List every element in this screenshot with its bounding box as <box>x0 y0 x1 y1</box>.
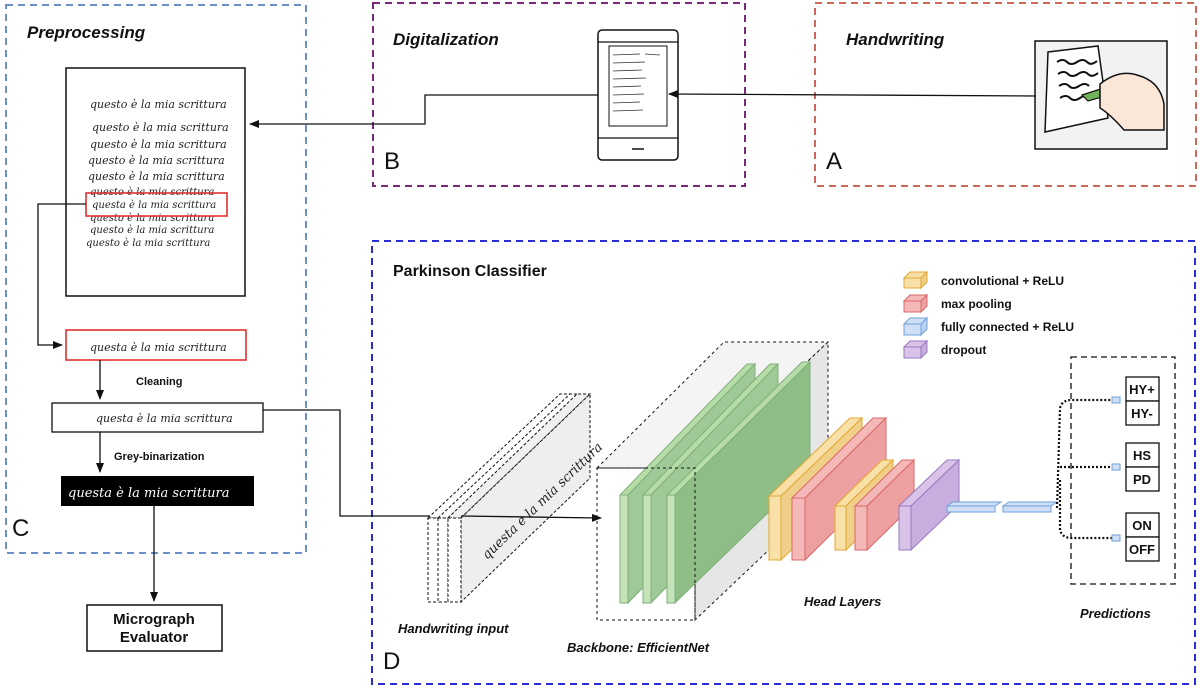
micrograph-line2: Evaluator <box>120 629 189 646</box>
backbone-block <box>595 340 830 622</box>
preprocessing-title: Preprocessing <box>27 23 146 42</box>
svg-text:questo è la mia scrittura: questo è la mia scrittura <box>90 138 227 151</box>
cleaned-line-text: questa è la mia scrittura <box>96 412 233 425</box>
prediction-group-on-off: ON OFF <box>1125 512 1160 562</box>
svg-text:questo è la mia scrittura: questo è la mia scrittura <box>90 213 214 224</box>
head-layers-label: Head Layers <box>804 594 881 609</box>
svg-text:questa è la mia scrittura: questa è la mia scrittura <box>92 200 216 211</box>
micrograph-line1: Micrograph <box>113 611 195 628</box>
prediction-connectors <box>1055 398 1112 540</box>
handwriting-title: Handwriting <box>846 30 945 49</box>
tablet-icon <box>597 29 679 161</box>
cropped-line <box>65 329 247 361</box>
svg-text:questo è la mia scrittura: questo è la mia scrittura <box>86 238 210 249</box>
grey-binarization-label: Grey-binarization <box>114 451 205 463</box>
svg-text:questo è la mia scrittura: questo è la mia scrittura <box>90 98 227 111</box>
prediction-group-hs-pd: HS PD <box>1125 442 1160 492</box>
binarized-line-text: questa è la mia scrittura <box>68 486 230 501</box>
svg-text:questo è la mia scrittura: questo è la mia scrittura <box>88 170 225 183</box>
letter-d: D <box>383 648 400 675</box>
prediction-off: OFF <box>1129 542 1155 557</box>
legend-fc: fully connected + ReLU <box>902 316 1074 337</box>
legend: convolutional + ReLU max pooling fully c… <box>902 270 1074 360</box>
cleaning-label: Cleaning <box>136 376 182 388</box>
classifier-title: Parkinson Classifier <box>393 263 547 280</box>
digitalization-frame <box>372 2 746 187</box>
prediction-hs: HS <box>1133 448 1151 463</box>
micrograph-evaluator-box <box>86 604 223 652</box>
cleaned-line <box>51 402 264 433</box>
letter-a: A <box>826 148 842 175</box>
svg-text:questo è la mia scrittura: questo è la mia scrittura <box>92 121 229 134</box>
arrow-handwriting-to-tablet <box>668 90 1037 99</box>
digitalization-title: Digitalization <box>393 30 499 49</box>
legend-label-conv: convolutional + ReLU <box>941 274 1064 288</box>
binarized-line <box>61 476 254 506</box>
legend-maxpool: max pooling <box>902 293 1012 314</box>
predictions-frame <box>1070 356 1176 585</box>
head-layers <box>767 416 1059 562</box>
prediction-hy-plus: HY+ <box>1129 382 1155 397</box>
arrow-clean-to-input <box>263 409 430 517</box>
arrow-selection-to-crop <box>37 203 86 349</box>
prediction-pd: PD <box>1133 472 1151 487</box>
legend-conv: convolutional + ReLU <box>902 270 1064 290</box>
legend-dropout: dropout <box>902 339 986 360</box>
legend-label-fc: fully connected + ReLU <box>941 320 1074 334</box>
predictions-label: Predictions <box>1080 606 1151 621</box>
letter-b: B <box>384 148 400 175</box>
backbone-label: Backbone: EfficientNet <box>567 640 710 655</box>
letter-c: C <box>12 515 29 542</box>
prediction-group-hy: HY+ HY- <box>1125 376 1160 426</box>
legend-label-maxpool: max pooling <box>941 297 1012 311</box>
arrow-tablet-to-page <box>249 94 598 128</box>
handwriting-input-label: Handwriting input <box>398 621 509 636</box>
svg-text:questo è la mia scrittura: questo è la mia scrittura <box>88 154 225 167</box>
arrow-input-to-backbone <box>460 513 602 522</box>
svg-text:questo è la mia scrittura: questo è la mia scrittura <box>90 225 214 236</box>
preprocessing-frame <box>5 4 307 554</box>
page-handwriting: questo è la mia scrittura questo è la mi… <box>86 98 229 249</box>
prediction-on: ON <box>1132 518 1152 533</box>
handwriting-illustration <box>1034 40 1168 150</box>
classifier-frame <box>371 240 1196 685</box>
scanned-page <box>65 67 246 297</box>
cropped-line-text: questa è la mia scrittura <box>90 341 227 354</box>
handwriting-input-stack: questa è la mia scrittura <box>426 392 606 604</box>
prediction-hy-minus: HY- <box>1131 406 1153 421</box>
legend-label-dropout: dropout <box>941 343 986 357</box>
